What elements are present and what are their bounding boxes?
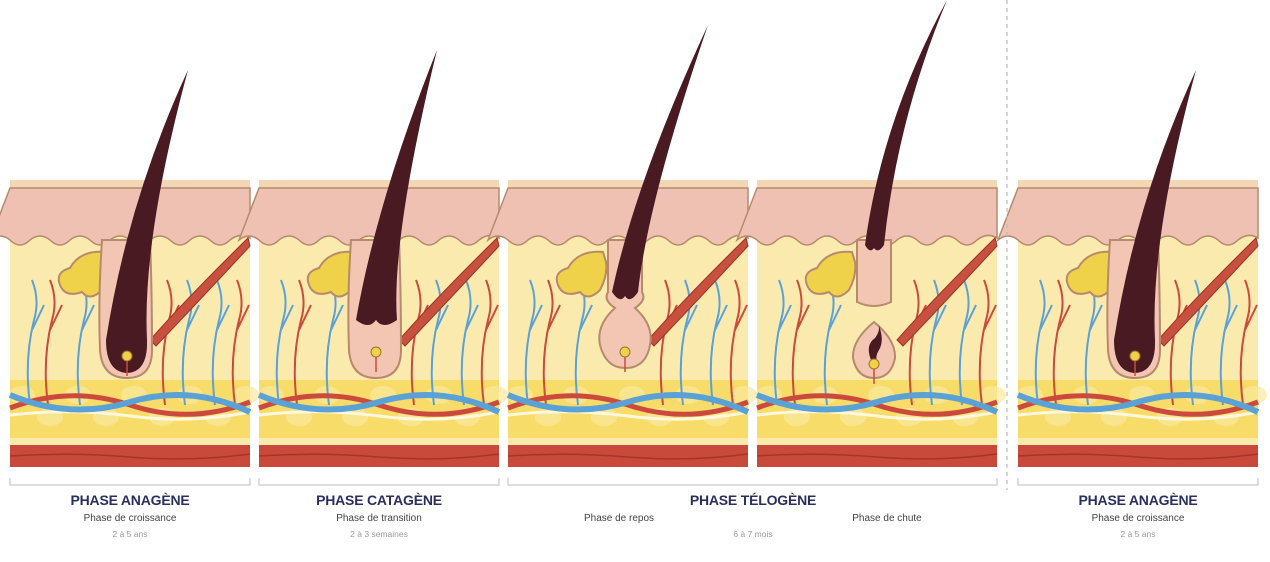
arrector-pili-muscle bbox=[896, 237, 998, 347]
arrector-pili-muscle bbox=[398, 237, 500, 347]
telogen-rest-subtitle: Phase de repos bbox=[583, 513, 655, 524]
catagen-duration: 2 à 3 semaines bbox=[350, 529, 408, 539]
dermal-papilla bbox=[370, 346, 382, 358]
artery-branch bbox=[729, 279, 748, 406]
new-hair bbox=[868, 323, 882, 362]
artery-branch bbox=[231, 279, 250, 406]
anagen-subtitle: Phase de croissance bbox=[83, 513, 177, 524]
phase-bracket bbox=[258, 478, 500, 486]
vein-branch bbox=[679, 279, 698, 406]
skin-surface bbox=[259, 180, 499, 188]
fat-cell bbox=[1241, 386, 1267, 404]
artery-branch bbox=[1052, 279, 1071, 406]
muscle-layer bbox=[508, 445, 748, 467]
anagen-title: PHASE ANAGÈNE bbox=[70, 492, 190, 508]
muscle-layer bbox=[1018, 445, 1258, 467]
vein-branch bbox=[275, 279, 294, 406]
muscle-fiber bbox=[756, 453, 998, 460]
telogen-duration: 6 à 7 mois bbox=[733, 529, 773, 539]
vein-branch bbox=[26, 279, 45, 406]
sebaceous-gland bbox=[555, 250, 608, 298]
skin-surface bbox=[1018, 180, 1258, 188]
telogen-shed-subtitle: Phase de chute bbox=[852, 513, 922, 524]
vein-branch bbox=[1189, 279, 1208, 406]
skin-panel-telogen-rest bbox=[486, 25, 757, 467]
arrector-pili-muscle bbox=[1157, 237, 1259, 347]
muscle-layer bbox=[259, 445, 499, 467]
phase-bracket bbox=[9, 478, 251, 486]
epidermis-layer bbox=[0, 187, 251, 246]
telogen-title: PHASE TÉLOGÈNE bbox=[689, 492, 817, 508]
fat-cell bbox=[731, 386, 757, 404]
artery-branch bbox=[44, 279, 63, 406]
phase-bracket bbox=[507, 478, 998, 486]
dermal-papilla bbox=[121, 350, 133, 362]
fat-cell bbox=[482, 386, 508, 404]
vein bbox=[1016, 391, 1260, 415]
skin-surface bbox=[10, 180, 250, 188]
artery-branch bbox=[542, 279, 561, 406]
fascia-line bbox=[756, 410, 998, 421]
skin-surface bbox=[508, 180, 748, 188]
skin-panel-anagen bbox=[996, 70, 1267, 467]
muscle-fiber bbox=[507, 453, 749, 460]
fascia-line bbox=[507, 410, 749, 421]
skin-panel-telogen-shed bbox=[735, 0, 1006, 467]
skin-panel-catagen bbox=[237, 50, 508, 467]
anagen2-subtitle: Phase de croissance bbox=[1091, 513, 1185, 524]
epidermis-layer bbox=[996, 187, 1259, 246]
catagen-title: PHASE CATAGÈNE bbox=[316, 492, 442, 508]
artery-branch bbox=[293, 279, 312, 406]
hair-shaft bbox=[356, 50, 437, 325]
hair-shaft bbox=[865, 0, 947, 251]
vein-branch bbox=[709, 279, 728, 406]
fascia-line bbox=[9, 410, 251, 421]
skin-panel-anagen bbox=[0, 70, 259, 467]
vein bbox=[506, 391, 750, 415]
vein-branch bbox=[524, 279, 543, 406]
dermal-papilla bbox=[619, 346, 631, 358]
muscle-layer bbox=[10, 445, 250, 467]
epidermis-layer bbox=[237, 187, 500, 246]
arrector-pili-muscle bbox=[149, 237, 251, 347]
muscle-fiber bbox=[1017, 453, 1259, 460]
sebaceous-gland bbox=[804, 250, 857, 298]
muscle-fiber bbox=[9, 453, 251, 460]
vein-branch bbox=[460, 279, 479, 406]
artery-branch bbox=[791, 279, 810, 406]
muscle-layer bbox=[757, 445, 997, 467]
vein-branch bbox=[1219, 279, 1238, 406]
dermal-papilla bbox=[868, 358, 880, 370]
hair-shaft bbox=[1114, 70, 1196, 373]
fat-cell bbox=[980, 386, 1006, 404]
anagen-duration: 2 à 5 ans bbox=[112, 529, 148, 539]
vein-branch bbox=[181, 279, 200, 406]
vein-branch bbox=[430, 279, 449, 406]
arrector-pili-muscle bbox=[647, 237, 749, 347]
fascia-line bbox=[1017, 410, 1259, 421]
vein-branch bbox=[928, 279, 947, 406]
vein bbox=[257, 391, 501, 415]
hair-shaft bbox=[612, 25, 708, 300]
catagen-subtitle: Phase de transition bbox=[336, 513, 422, 524]
vein-branch bbox=[211, 279, 230, 406]
vein bbox=[755, 391, 999, 415]
artery-branch bbox=[1239, 279, 1258, 406]
epidermis-layer bbox=[486, 187, 749, 246]
vein bbox=[8, 391, 252, 415]
anagen2-title: PHASE ANAGÈNE bbox=[1078, 492, 1198, 508]
dermal-papilla bbox=[1129, 350, 1141, 362]
hair-shaft bbox=[106, 70, 188, 373]
muscle-fiber bbox=[258, 453, 500, 460]
vein-branch bbox=[958, 279, 977, 406]
fat-cell bbox=[233, 386, 259, 404]
artery-branch bbox=[480, 279, 499, 406]
vein-branch bbox=[1034, 279, 1053, 406]
phase-bracket bbox=[1017, 478, 1259, 486]
hair-follicle bbox=[856, 239, 892, 307]
vein-branch bbox=[773, 279, 792, 406]
anagen2-duration: 2 à 5 ans bbox=[1120, 529, 1156, 539]
artery-branch bbox=[978, 279, 997, 406]
fascia-line bbox=[258, 410, 500, 421]
